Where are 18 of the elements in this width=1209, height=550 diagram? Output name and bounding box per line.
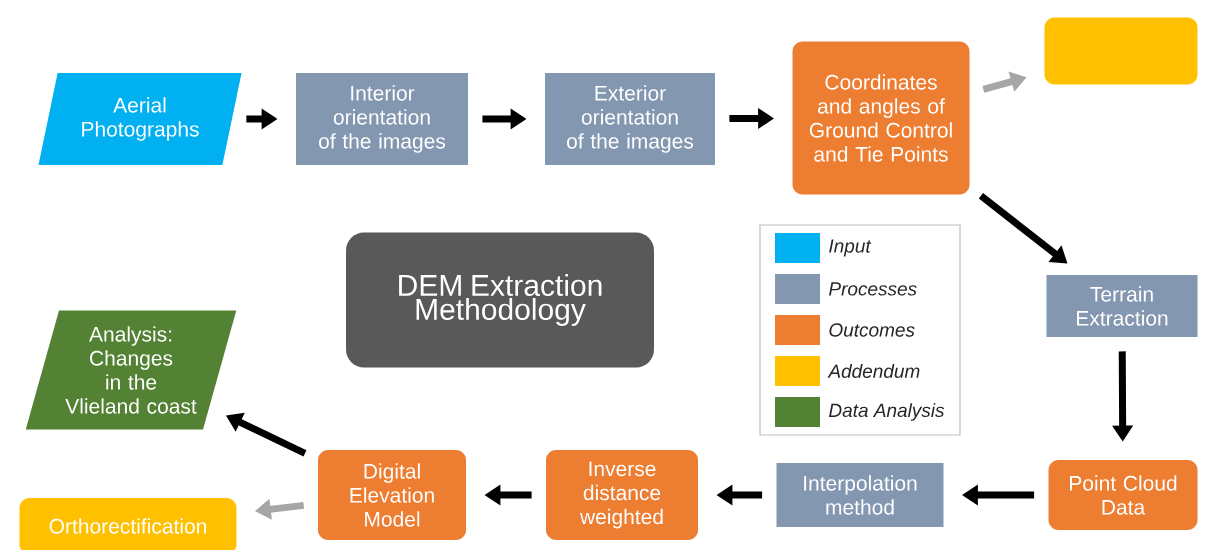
legend-label: Outcomes — [829, 323, 915, 337]
legend-label: Input — [829, 239, 872, 257]
title-box: DEM Extraction Methodology — [346, 232, 654, 368]
process-box: Exterior orientation of the images — [545, 73, 715, 165]
outcome-box: Coordinates and angles of Ground Control and Tie Points — [792, 41, 970, 195]
process-box: Interior orientation of the images — [296, 73, 468, 165]
input-parallelogram: Aerial Photographs — [38, 73, 242, 165]
process-box: Interpolation method — [776, 463, 944, 527]
legend-label: Addendum — [827, 364, 920, 378]
outcome-box: Inverse distance weighted — [546, 450, 698, 540]
addendum-box — [1044, 17, 1198, 85]
legend-label: Processes — [829, 282, 917, 296]
analysis-parallelogram: Analysis: Changes in the Vlieland coast — [25, 310, 237, 430]
process-box: Terrain Extraction — [1046, 275, 1198, 337]
legend-label: Data Analysis — [829, 403, 945, 421]
outcome-box: Digital Elevation Model — [318, 450, 466, 540]
addendum-box: Orthorectification — [19, 498, 237, 550]
outcome-box: Point Cloud Data — [1048, 460, 1198, 530]
